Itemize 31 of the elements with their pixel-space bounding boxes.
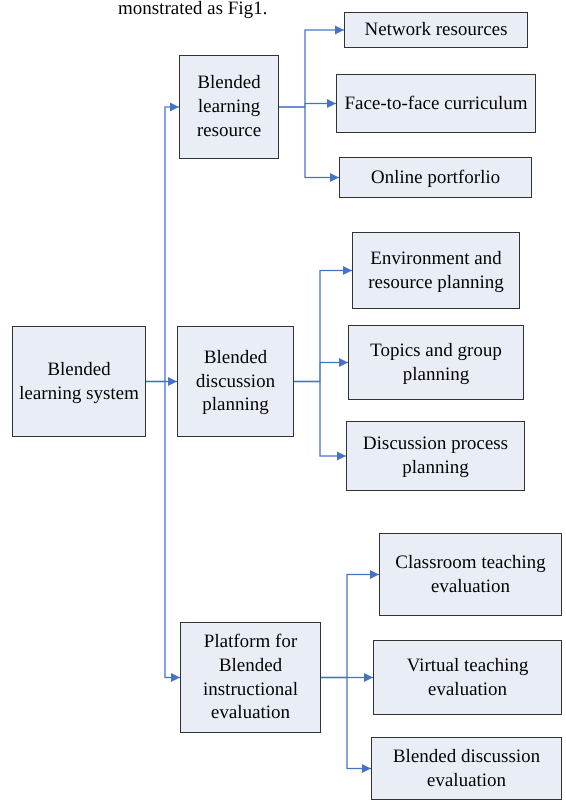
node-label: Environment and resource planning bbox=[367, 246, 505, 294]
arrow bbox=[146, 380, 180, 682]
node-box bbox=[336, 74, 536, 133]
node-label: Blended learning system bbox=[18, 358, 140, 406]
node-box bbox=[344, 12, 528, 48]
node-label: Topics and group planning bbox=[369, 338, 503, 386]
arrow bbox=[294, 380, 346, 461]
caption-text: monstrated as Fig1. bbox=[118, 0, 268, 20]
node-box bbox=[371, 737, 562, 800]
node-label: Blended learning resource bbox=[196, 71, 262, 143]
node-box bbox=[179, 55, 279, 159]
arrow bbox=[321, 676, 371, 774]
node-label: Blended discussion planning bbox=[194, 346, 276, 418]
node-label: Platform for Blended instructional evaluation bbox=[202, 630, 299, 725]
node-label: Face-to-face curriculum bbox=[344, 92, 528, 116]
node-box bbox=[177, 326, 294, 437]
node-box bbox=[339, 157, 532, 198]
node-box bbox=[180, 622, 321, 733]
node-box bbox=[346, 421, 525, 491]
arrow bbox=[279, 106, 339, 182]
node-box bbox=[379, 533, 562, 616]
node-box bbox=[352, 232, 520, 309]
node-label: Discussion process planning bbox=[362, 432, 510, 480]
node-box bbox=[373, 640, 562, 715]
node-label: Network resources bbox=[364, 18, 508, 42]
node-label: Classroom teaching evaluation bbox=[394, 550, 547, 598]
node-label: Virtual teaching evaluation bbox=[406, 654, 530, 702]
node-label: Online portforlio bbox=[370, 166, 500, 190]
node-box bbox=[12, 326, 146, 437]
node-label: Blended discussion evaluation bbox=[392, 744, 542, 792]
node-box bbox=[348, 325, 524, 400]
